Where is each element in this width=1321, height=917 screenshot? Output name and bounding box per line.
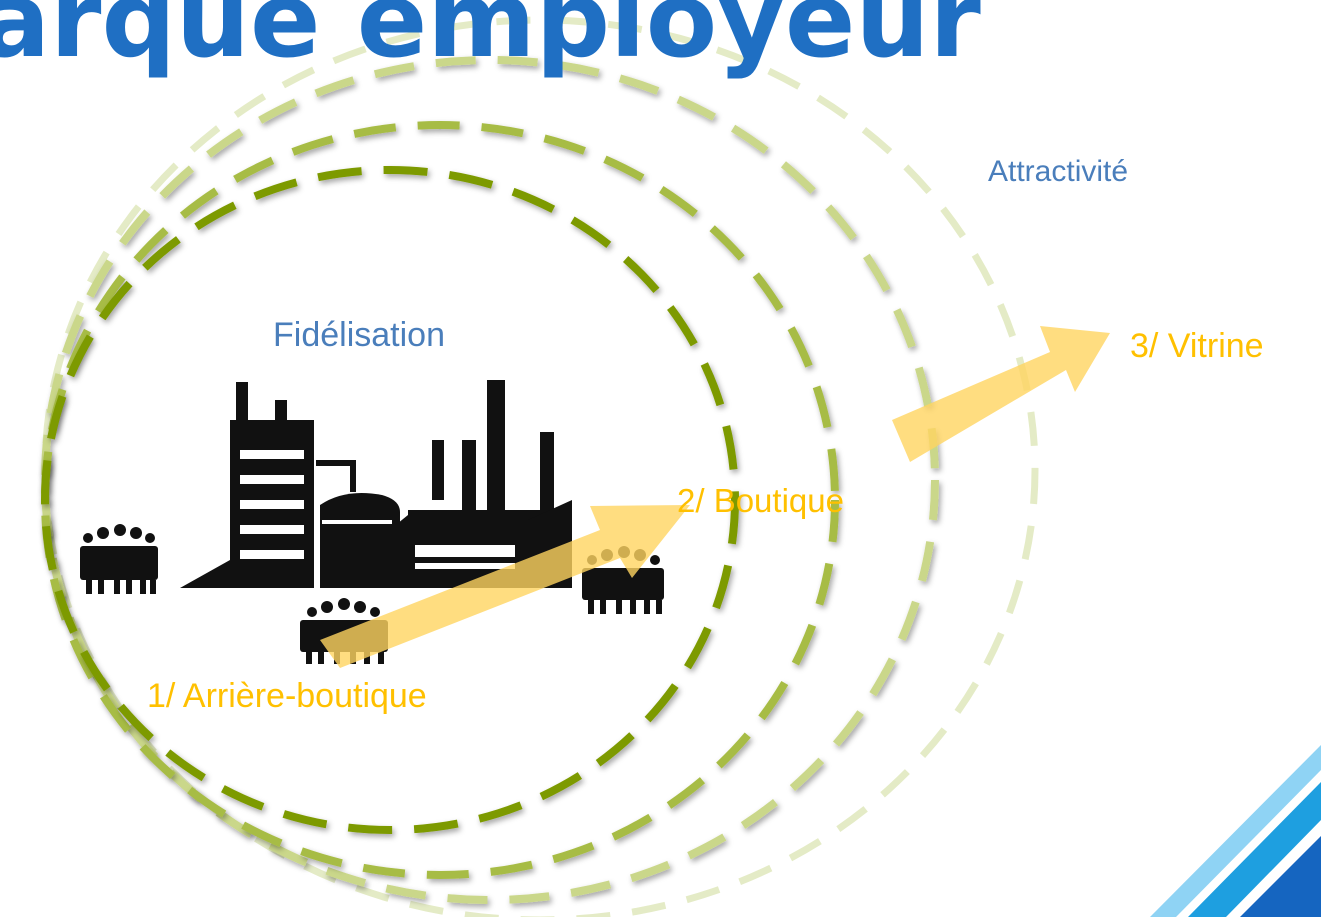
concentric-circles	[41, 16, 1039, 917]
growth-arrow-icon	[320, 505, 690, 668]
label-stage-vitrine: 3/ Vitrine	[1130, 327, 1264, 365]
workers-group-icon	[582, 546, 664, 614]
corner-stripes	[1150, 745, 1321, 917]
factory-windows	[240, 450, 515, 569]
label-stage-arriere-boutique: 1/ Arrière-boutique	[147, 677, 427, 715]
label-attractivite: Attractivité	[988, 155, 1129, 188]
circle-mid	[41, 121, 839, 879]
label-stage-boutique: 2/ Boutique	[677, 482, 844, 519]
circle-light	[41, 56, 939, 904]
label-fidelisation: Fidélisation	[273, 316, 445, 354]
circle-inner	[41, 166, 739, 834]
page-title: arque employeur	[0, 0, 981, 81]
workers-group-icon	[80, 524, 158, 594]
growth-arrow-icon	[892, 326, 1110, 462]
